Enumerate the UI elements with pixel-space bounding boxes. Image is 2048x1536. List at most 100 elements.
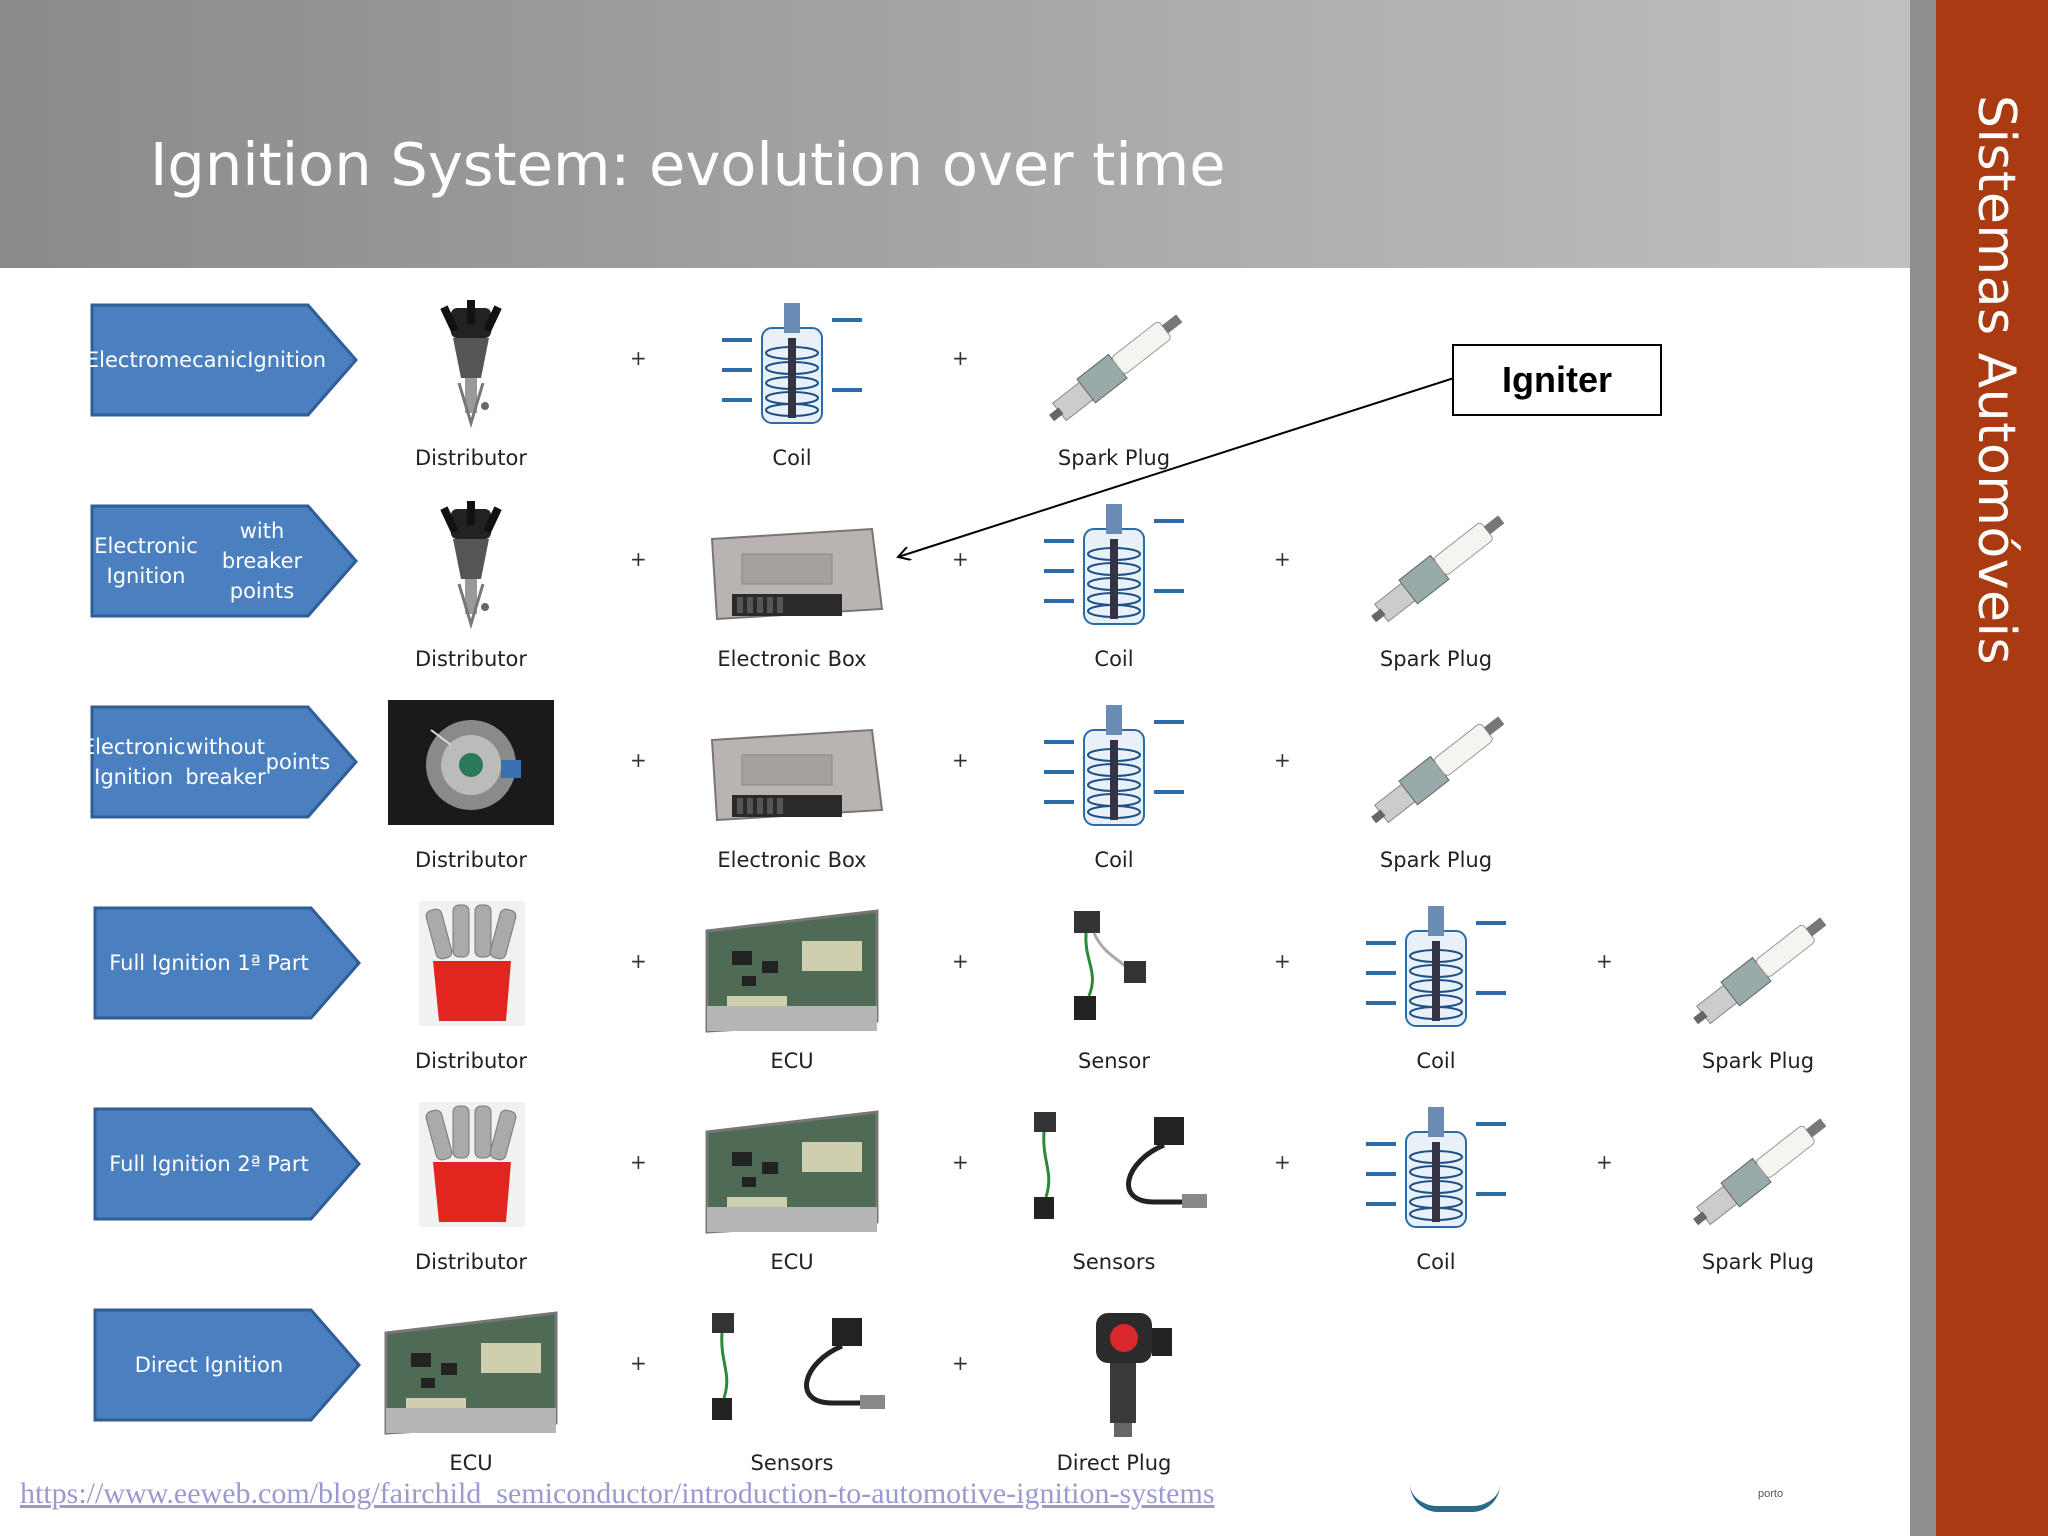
ignition-coil-icon <box>1014 499 1214 639</box>
ignition-type-label: Direct Ignition <box>93 1308 325 1422</box>
component-label: Electronic Box <box>717 848 867 872</box>
direct-plug-icon <box>1014 1303 1214 1443</box>
plus-sign: + <box>630 346 647 370</box>
ecu-board-icon <box>692 1102 892 1242</box>
component-label: Spark Plug <box>1379 848 1493 872</box>
ignition-type-label-line: Ignition <box>247 348 327 372</box>
ecu-board-icon <box>371 1303 571 1443</box>
plus-sign: + <box>952 748 969 772</box>
igniter-callout: Igniter <box>1452 344 1662 416</box>
plus-sign: + <box>630 1150 647 1174</box>
distributor-photo-icon <box>371 700 571 840</box>
component-label: Distributor <box>414 647 527 671</box>
component-distributor: Distributor <box>371 901 571 1073</box>
source-link[interactable]: https://www.eeweb.com/blog/fairchild_sem… <box>20 1477 1215 1510</box>
distributor-cap-icon <box>371 298 571 438</box>
ignition-type-arrow: Full Ignition 1ª Part <box>93 906 363 1020</box>
callout-arrow <box>40 377 1455 1475</box>
arrow-shape <box>93 1308 361 1422</box>
ecu-board-icon <box>692 901 892 1041</box>
slide-title: Ignition System: evolution over time <box>150 130 1226 199</box>
side-banner-stripe <box>1910 0 1936 1536</box>
component-label: Electronic Box <box>717 647 867 671</box>
component-spark-plug: Spark Plug <box>1336 499 1536 671</box>
component-label: ECU <box>449 1451 493 1475</box>
ignition-type-arrow: Full Ignition 2ª Part <box>93 1107 363 1221</box>
sensors-icon <box>1014 1102 1214 1242</box>
component-spark-plug: Spark Plug <box>1658 1102 1858 1274</box>
component-label: ECU <box>770 1049 814 1073</box>
ignition-coil-icon <box>1336 901 1536 1041</box>
electronic-box-icon <box>692 700 892 840</box>
plus-sign: + <box>1274 1150 1291 1174</box>
component-distributor: Distributor <box>371 700 571 872</box>
plus-sign: + <box>1274 748 1291 772</box>
component-spark-plug: Spark Plug <box>1336 700 1536 872</box>
sensor-icon <box>1014 901 1214 1041</box>
component-label: Sensors <box>750 1451 834 1475</box>
spark-plug-icon <box>1658 901 1858 1041</box>
component-ecu: ECU <box>692 901 892 1073</box>
red-distributor-icon <box>371 901 571 1041</box>
plus-sign: + <box>1596 949 1613 973</box>
plus-sign: + <box>1274 547 1291 571</box>
footer-decoration <box>1410 1484 1500 1512</box>
plus-sign: + <box>952 1150 969 1174</box>
component-electronic-box: Electronic Box <box>692 499 892 671</box>
ignition-type-label-line: points <box>265 750 331 774</box>
side-banner-title: Sistemas Automóveis <box>1966 95 2026 666</box>
plus-sign: + <box>630 949 647 973</box>
ignition-type-label: Full Ignition 1ª Part <box>93 906 325 1020</box>
ignition-type-label-line: Full Ignition 2ª Part <box>109 1152 309 1176</box>
component-label: Spark Plug <box>1701 1049 1815 1073</box>
component-coil: Coil <box>692 298 892 470</box>
ignition-type-label-line: with breaker points <box>221 519 303 603</box>
component-distributor: Distributor <box>371 499 571 671</box>
ignition-coil-icon <box>1014 700 1214 840</box>
component-sensors: Sensors <box>1014 1102 1214 1274</box>
ignition-type-label-line: Electromecanic <box>85 348 248 372</box>
ignition-type-label: Electronic Ignition with breaker points <box>90 504 322 618</box>
plus-sign: + <box>952 346 969 370</box>
component-electronic-box: Electronic Box <box>692 700 892 872</box>
plus-sign: + <box>952 1351 969 1375</box>
ignition-type-label-line: without breaker <box>185 735 266 789</box>
red-distributor-icon <box>371 1102 571 1242</box>
distributor-cap-icon <box>371 499 571 639</box>
ignition-type-arrow: Direct Ignition <box>93 1308 363 1422</box>
component-label: Sensors <box>1072 1250 1156 1274</box>
component-label: Spark Plug <box>1379 647 1493 671</box>
ignition-type-label-line: Electronic Ignition <box>94 534 198 588</box>
ignition-type-label-line: Electronic Ignition <box>81 735 186 789</box>
component-label: Distributor <box>414 1049 527 1073</box>
component-coil: Coil <box>1336 1102 1536 1274</box>
plus-sign: + <box>630 547 647 571</box>
component-label: Direct Plug <box>1056 1451 1172 1475</box>
arrow-shape <box>90 504 358 618</box>
component-label: ECU <box>770 1250 814 1274</box>
spark-plug-icon <box>1336 499 1536 639</box>
ignition-type-label-line: Full Ignition 1ª Part <box>109 951 309 975</box>
component-label: Coil <box>1416 1250 1456 1274</box>
spark-plug-icon <box>1658 1102 1858 1242</box>
component-sensors: Sensors <box>692 1303 892 1475</box>
component-label: Sensor <box>1078 1049 1150 1073</box>
component-distributor: Distributor <box>371 1102 571 1274</box>
component-ecu: ECU <box>371 1303 571 1475</box>
arrow-shape <box>90 705 358 819</box>
component-label: Coil <box>1094 848 1134 872</box>
component-label: Distributor <box>414 1250 527 1274</box>
plus-sign: + <box>952 949 969 973</box>
component-label: Coil <box>1416 1049 1456 1073</box>
component-label: Distributor <box>414 848 527 872</box>
component-label: Coil <box>772 446 812 470</box>
footer-logo: porto <box>1758 1488 1784 1500</box>
component-sensor: Sensor <box>1014 901 1214 1073</box>
plus-sign: + <box>1274 949 1291 973</box>
ignition-type-label: Full Ignition 2ª Part <box>93 1107 325 1221</box>
plus-sign: + <box>630 748 647 772</box>
plus-sign: + <box>1596 1150 1613 1174</box>
component-distributor: Distributor <box>371 298 571 470</box>
